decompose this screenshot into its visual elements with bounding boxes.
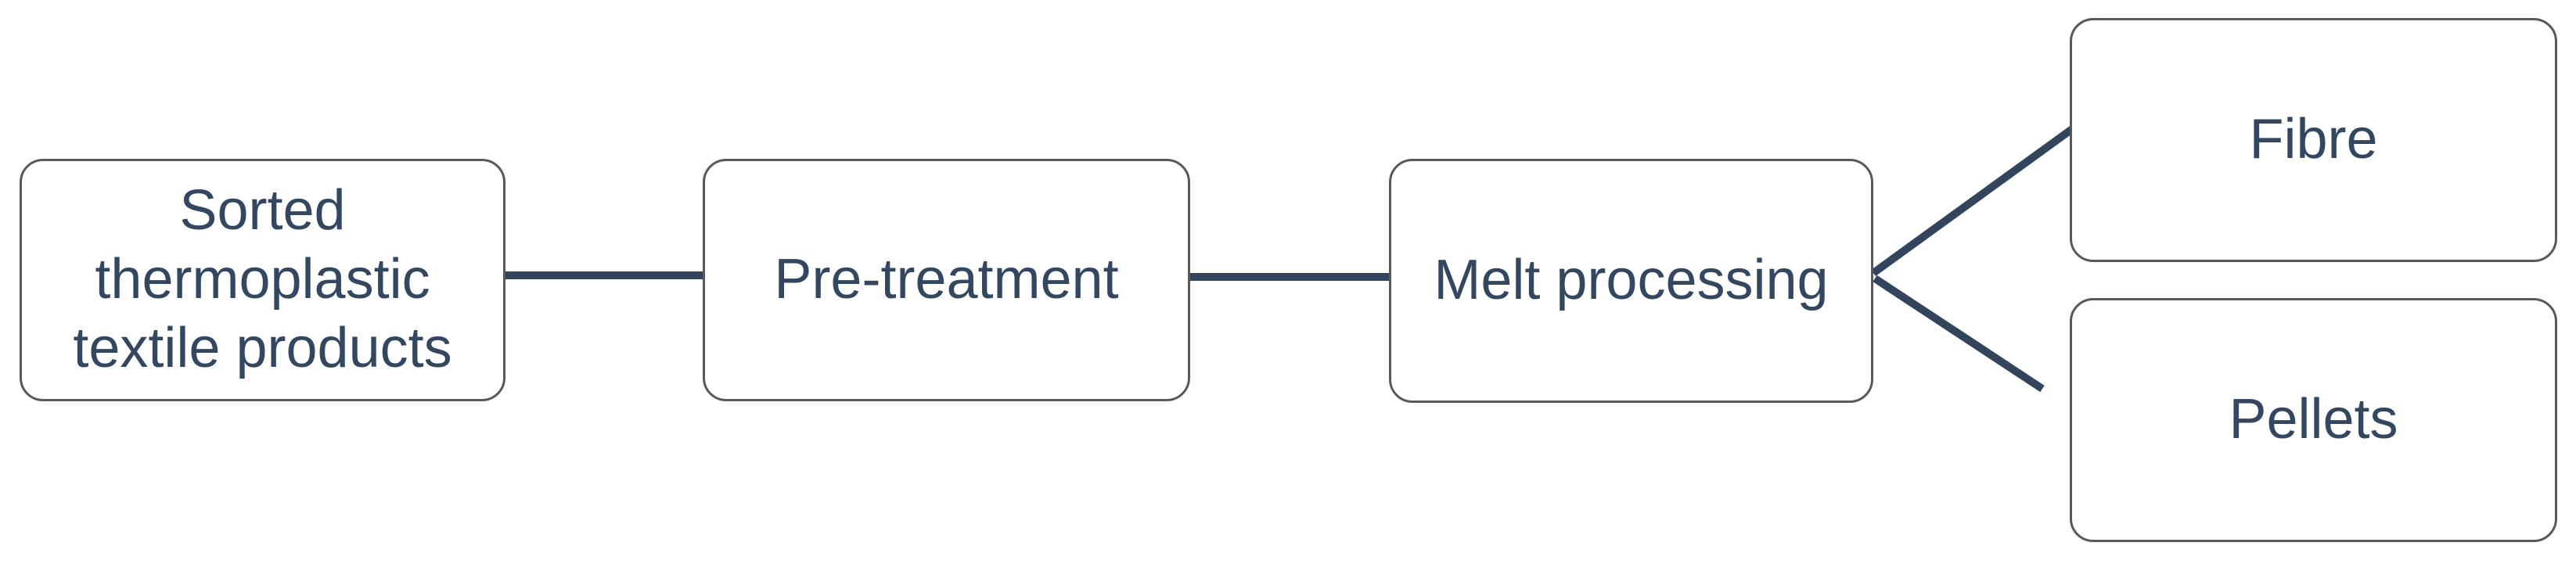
connector-melt-pellets	[1873, 275, 2045, 393]
node-label: Melt processing	[1434, 249, 1829, 312]
node-fibre: Fibre	[2070, 18, 2557, 262]
node-label: Pellets	[2229, 388, 2398, 451]
node-pellets: Pellets	[2070, 298, 2557, 542]
node-sorted-thermoplastic-textile-products: Sorted thermoplastic textile products	[20, 159, 505, 401]
node-melt-processing: Melt processing	[1389, 159, 1873, 403]
node-pre-treatment: Pre-treatment	[703, 159, 1190, 401]
node-label: Fibre	[2249, 108, 2378, 171]
node-label: Sorted thermoplastic textile products	[73, 179, 452, 379]
node-label: Pre-treatment	[774, 248, 1119, 311]
connector-melt-fibre	[1871, 125, 2074, 277]
